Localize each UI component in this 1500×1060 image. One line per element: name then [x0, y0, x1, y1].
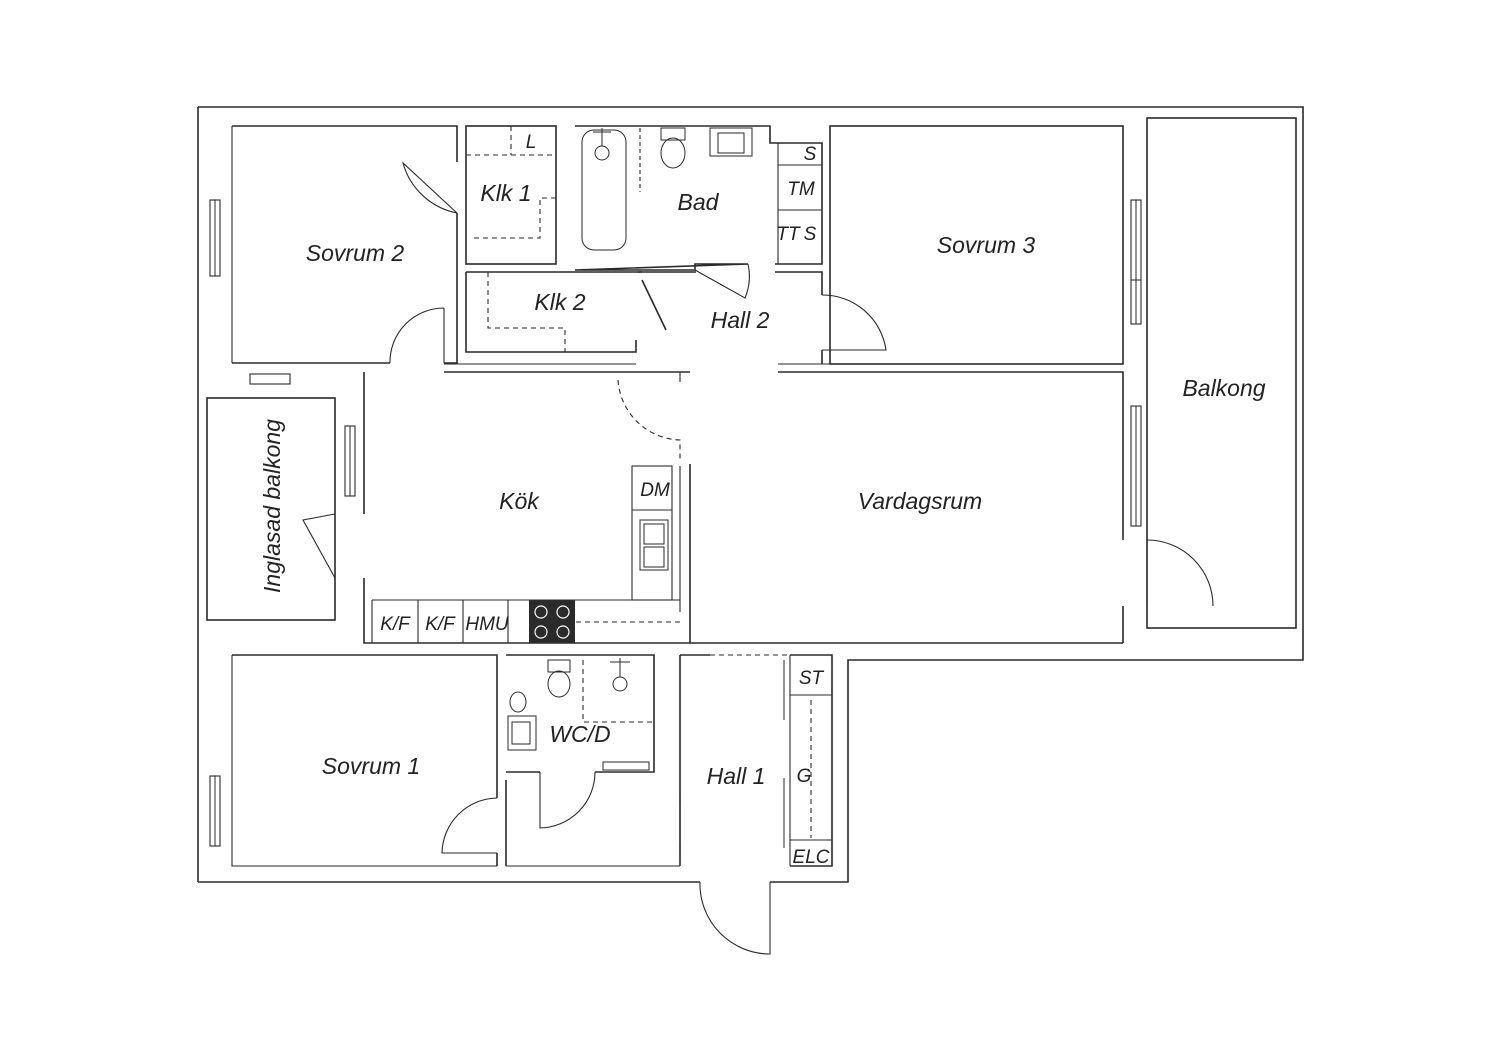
- label-balkong: Balkong: [1182, 375, 1265, 401]
- label-l: L: [526, 132, 537, 153]
- label-hmu: HMU: [465, 614, 509, 635]
- room-klk-2: [465, 271, 667, 353]
- label-bad: Bad: [678, 189, 720, 215]
- label-hall-2: Hall 2: [711, 307, 770, 333]
- label-kok: Kök: [499, 488, 540, 514]
- label-g: G: [797, 766, 812, 787]
- room-klk-1: [465, 125, 557, 265]
- door-swing: [302, 513, 336, 579]
- kitchen-sink: [639, 519, 669, 571]
- door-swing: [389, 307, 445, 364]
- room-vardagsrum: [617, 372, 1142, 644]
- entrance-door: [699, 881, 771, 955]
- label-s-top: S: [804, 144, 817, 165]
- room-bad: [574, 125, 823, 299]
- room-sovrum-2: [209, 125, 458, 364]
- label-st: ST: [799, 668, 825, 689]
- label-sovrum-2: Sovrum 2: [306, 240, 405, 266]
- bathtub: [581, 129, 627, 251]
- outer-walls: [197, 106, 1304, 883]
- label-inglasad-balkong: Inglasad balkong: [259, 419, 285, 593]
- middle-wall: [444, 363, 1124, 643]
- sink: [709, 127, 753, 157]
- door-swing: [441, 797, 498, 854]
- label-tm: TM: [787, 179, 815, 200]
- toilet: [547, 659, 571, 673]
- toilet: [660, 127, 686, 141]
- label-hall-1: Hall 1: [707, 763, 766, 789]
- inglasad-balkong-area: [206, 373, 356, 621]
- label-kf-1: K/F: [380, 614, 411, 635]
- shower: [612, 676, 628, 692]
- room-kok: [363, 372, 691, 644]
- room-hall-1: [679, 654, 833, 955]
- sink: [507, 715, 537, 751]
- room-wcd: [505, 654, 655, 866]
- stove: [529, 600, 575, 643]
- label-tt: TT: [776, 224, 801, 245]
- door-swing: [539, 771, 596, 829]
- label-sovrum-1: Sovrum 1: [322, 753, 420, 779]
- label-sovrum-3: Sovrum 3: [937, 232, 1036, 258]
- label-klk-2: Klk 2: [534, 289, 585, 315]
- label-elc: ELC: [793, 847, 830, 868]
- room-hall-2: [638, 271, 887, 364]
- label-s-bottom: S: [804, 224, 817, 245]
- balkong-area: [1146, 117, 1297, 629]
- label-klk-1: Klk 1: [480, 180, 531, 206]
- label-kf-2: K/F: [425, 614, 456, 635]
- label-dm: DM: [640, 480, 670, 501]
- door-swing: [401, 161, 458, 214]
- door-swing: [821, 294, 887, 351]
- room-sovrum-3: [829, 125, 1142, 365]
- label-vardagsrum: Vardagsrum: [858, 488, 982, 514]
- room-sovrum-1: [209, 654, 498, 866]
- door-swing: [694, 263, 750, 299]
- label-wcd: WC/D: [549, 721, 610, 747]
